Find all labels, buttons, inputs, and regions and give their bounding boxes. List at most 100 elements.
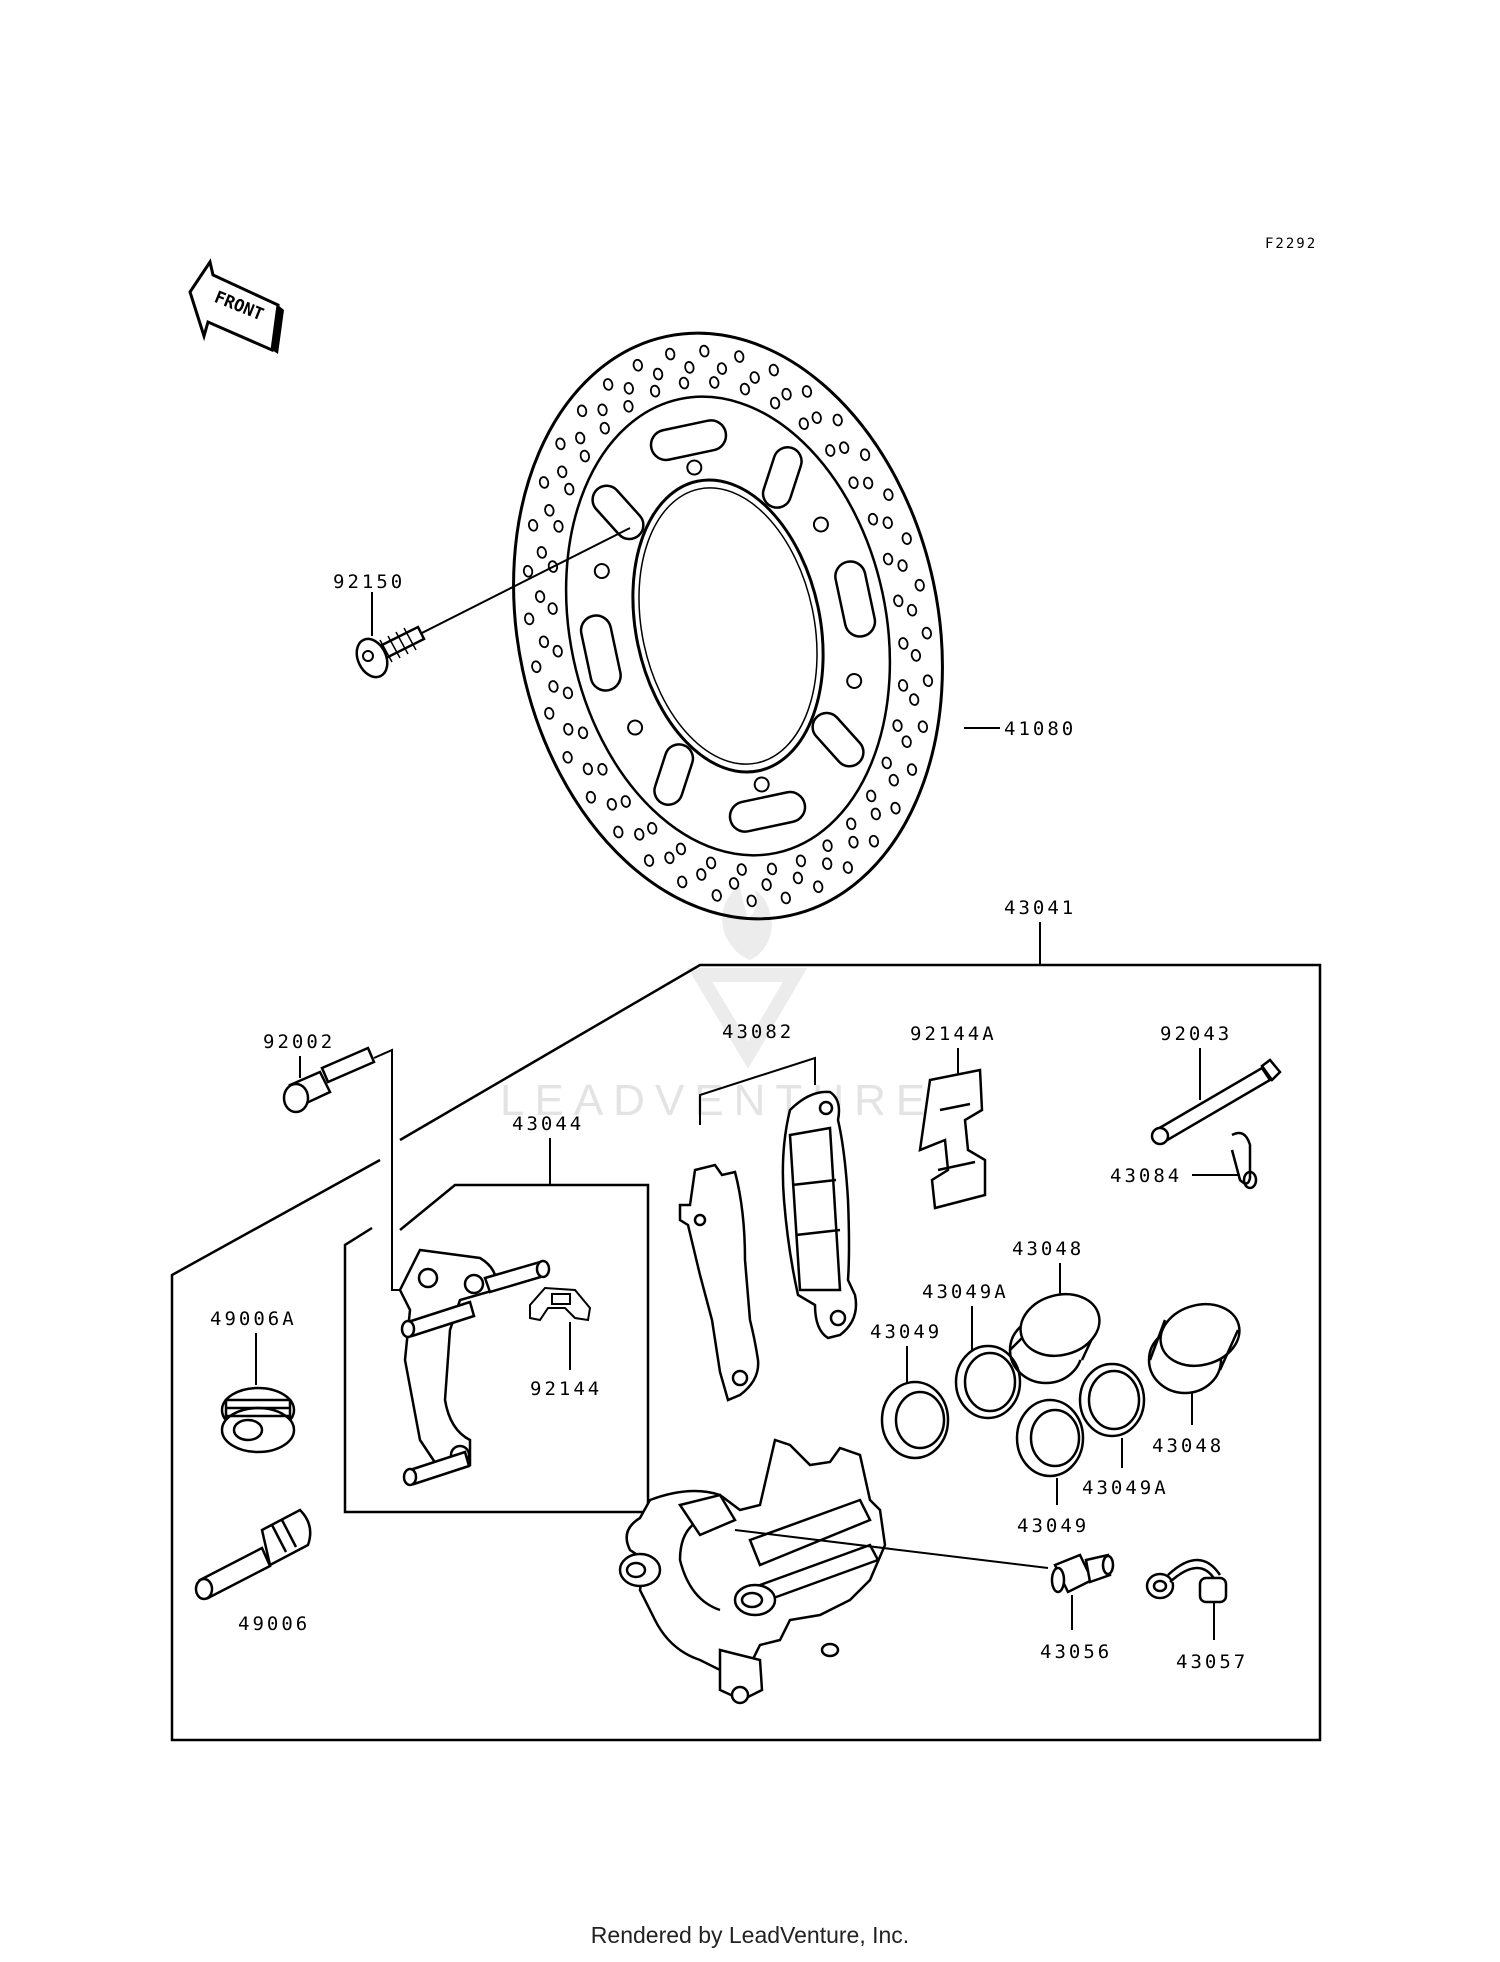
- disc-hole: [909, 693, 920, 706]
- brake-pad-outer: [781, 1090, 858, 1340]
- disc-hole: [746, 894, 757, 908]
- disc-hole: [649, 384, 661, 398]
- disc-hole: [647, 821, 658, 835]
- disc-hole: [882, 516, 893, 530]
- part-label-92144A: 92144A: [910, 1023, 997, 1045]
- disc-hole: [705, 856, 717, 870]
- disc-hole: [781, 387, 792, 401]
- disc-hole: [811, 411, 822, 425]
- part-label-43044: 43044: [512, 1113, 584, 1135]
- disc-hole: [825, 444, 836, 457]
- disc-hole: [665, 347, 676, 361]
- disc-hole: [634, 827, 645, 841]
- disc-hole: [838, 441, 850, 454]
- caliper-bolt: [282, 1046, 376, 1114]
- watermark: LEADVENTURE: [500, 885, 925, 1125]
- disc-hole: [548, 680, 559, 693]
- piston-upper: [1008, 1292, 1101, 1385]
- disc-hole: [531, 660, 542, 674]
- disc-hole: [798, 417, 809, 431]
- disc-hole: [739, 382, 751, 396]
- disc-hole: [780, 891, 791, 905]
- disc-hole: [914, 578, 925, 592]
- caliper-bracket: [398, 1248, 551, 1487]
- disc-hole: [910, 649, 922, 662]
- part-label-43056: 43056: [1040, 1641, 1112, 1663]
- disc-hole: [699, 344, 710, 358]
- disc-hole: [870, 807, 881, 821]
- disc-hole: [678, 376, 690, 390]
- disc-hole: [576, 404, 588, 418]
- disc-hole: [577, 726, 589, 740]
- part-label-49006: 49006: [238, 1613, 310, 1635]
- disc-hole: [552, 644, 563, 658]
- disc-hole: [859, 448, 871, 462]
- disc-hole: [749, 371, 760, 384]
- disc-hole: [711, 889, 722, 902]
- diagram-code: F2292: [1265, 236, 1317, 252]
- disc-hole: [527, 519, 539, 532]
- disc-hole: [822, 857, 833, 870]
- disc-hole: [888, 773, 899, 787]
- part-label-43041: 43041: [1004, 897, 1076, 919]
- disc-hole: [801, 385, 813, 398]
- piston-lower: [1147, 1302, 1241, 1395]
- disc-hole: [866, 789, 877, 803]
- disc-hole: [901, 735, 912, 748]
- part-label-92043: 92043: [1160, 1023, 1232, 1045]
- part-label-43084: 43084: [1110, 1165, 1182, 1187]
- disc-hole: [599, 421, 610, 435]
- disc-bolt: [355, 527, 631, 679]
- disc-hole: [585, 790, 597, 804]
- bleeder-valve: [1050, 1553, 1115, 1594]
- part-label-92150: 92150: [333, 571, 405, 593]
- piston-seal-lower: [1015, 1398, 1085, 1478]
- seal-ring-upper: [954, 1344, 1022, 1420]
- disc-hole: [848, 835, 859, 849]
- pad-pin: [1150, 1058, 1282, 1146]
- disc-hole: [901, 532, 912, 545]
- disc-hole: [766, 862, 778, 876]
- brake-pad-inner: [678, 1163, 760, 1402]
- disc-hole: [684, 361, 695, 374]
- disc-hole: [736, 863, 747, 876]
- disc-hole: [664, 851, 675, 865]
- disc-hole: [813, 880, 824, 894]
- watermark-flame-icon: [722, 885, 772, 960]
- disc-hole: [575, 431, 586, 445]
- footer-credit: Rendered by LeadVenture, Inc.: [590, 1922, 910, 1948]
- part-label-43049-bottom: 43049: [1017, 1515, 1089, 1537]
- disc-hole: [652, 367, 664, 381]
- bleeder-cap: [1145, 1558, 1228, 1604]
- disc-hole: [675, 842, 687, 856]
- part-label-43057: 43057: [1176, 1651, 1248, 1673]
- part-label-43048-bottom: 43048: [1152, 1435, 1224, 1457]
- disc-hole: [563, 722, 574, 736]
- disc-hole: [882, 552, 894, 566]
- brake-disc: [512, 331, 944, 921]
- disc-hole: [848, 476, 859, 489]
- disc-hole: [822, 839, 833, 853]
- disc-hole: [562, 751, 573, 764]
- disc-hole: [597, 403, 608, 417]
- disc-hole: [832, 413, 843, 427]
- disc-hole: [632, 358, 643, 372]
- watermark-v-icon: [687, 968, 808, 1069]
- disc-hole: [897, 679, 909, 692]
- disc-hole: [883, 488, 894, 501]
- disc-hole: [696, 868, 707, 881]
- disc-hole: [602, 378, 614, 391]
- disc-hole: [597, 763, 608, 776]
- seal-ring-lower: [1078, 1362, 1146, 1438]
- disc-hole: [536, 546, 547, 559]
- part-label-43082: 43082: [722, 1021, 794, 1043]
- disc-hole: [544, 707, 555, 720]
- disc-hole: [538, 476, 550, 489]
- disc-hole: [897, 559, 908, 572]
- disc-hole: [842, 861, 854, 874]
- part-label-43049A-top: 43049A: [922, 1281, 1009, 1303]
- disc-hole: [623, 382, 634, 395]
- pin-clip: [1230, 1131, 1258, 1190]
- disc-hole: [606, 798, 618, 811]
